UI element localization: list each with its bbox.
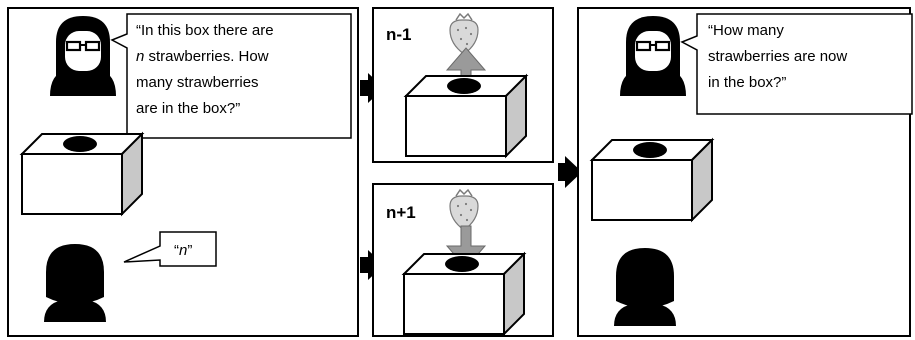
box-icon	[591, 139, 713, 221]
final-speech-bubble: “How many strawberries are now in the bo…	[680, 13, 913, 115]
child-icon	[614, 248, 676, 326]
teacher-speech-bubble: “In this box there are n strawberries. H…	[110, 13, 352, 139]
teacher-speech-line4: are in the box?”	[136, 100, 240, 117]
teacher-speech-line2: strawberries. How	[144, 48, 268, 65]
child-speech-open: “	[174, 242, 179, 259]
child-speech-close: ”	[187, 242, 192, 259]
svg-text:“How many strawberries a: “How many strawberries are now in the bo…	[708, 22, 851, 91]
label-minus-one: n-1	[386, 25, 412, 44]
child-speech-var-n: n	[179, 242, 187, 259]
final-speech-line1: “How many	[708, 22, 784, 39]
label-plus-one: n+1	[386, 203, 416, 222]
teacher-speech-line3: many strawberries	[136, 74, 259, 91]
teacher-speech-line1: “In this box there are	[136, 22, 274, 39]
child-icon	[44, 244, 106, 322]
box-icon	[405, 75, 527, 157]
teacher-speech-var-n: n	[136, 48, 144, 65]
svg-text:“In this box there are n: “In this box there are n strawberries. H…	[136, 22, 278, 117]
box-icon	[403, 253, 525, 335]
svg-text:“n”: “n”	[174, 242, 192, 259]
teacher-icon	[618, 14, 688, 98]
teacher-icon	[48, 14, 118, 98]
final-speech-line2: strawberries are now	[708, 48, 847, 65]
box-icon	[21, 133, 143, 215]
child-speech-bubble: “n”	[123, 231, 217, 267]
arrow-to-final	[558, 156, 582, 188]
final-speech-line3: in the box?”	[708, 74, 786, 91]
